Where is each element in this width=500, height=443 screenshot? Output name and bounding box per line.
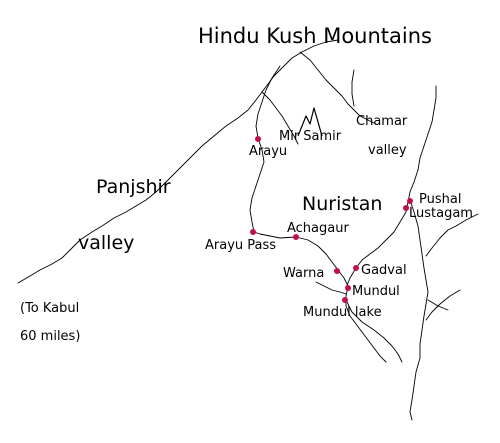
mountain-peak-icon bbox=[297, 107, 323, 137]
title-hindu-kush: Hindu Kush Mountains bbox=[198, 24, 432, 48]
village-dot-icon bbox=[334, 268, 340, 274]
label-nuristan: Nuristan bbox=[302, 193, 383, 215]
north-stream bbox=[299, 51, 377, 125]
eastern-river bbox=[409, 199, 429, 421]
label-mir-samir: Mir Samir bbox=[279, 129, 342, 144]
label-valley: valley bbox=[78, 232, 135, 254]
upper-branch bbox=[261, 91, 299, 145]
label-chamar-valley: valley bbox=[368, 143, 407, 158]
label-mundul-lake: Mundul lake bbox=[303, 305, 382, 320]
label-achagaur: Achagaur bbox=[287, 221, 349, 236]
panjshir-river bbox=[17, 39, 339, 284]
village-dot-icon bbox=[250, 229, 256, 235]
label-chamar: Chamar bbox=[356, 114, 408, 129]
north-stream-b bbox=[351, 69, 355, 107]
label-lustagam: Lustagam bbox=[409, 206, 473, 221]
label-gadval: Gadval bbox=[361, 263, 407, 278]
southeast-stream bbox=[425, 289, 461, 321]
label-arayu-pass: Arayu Pass bbox=[205, 238, 277, 253]
label-warna: Warna bbox=[283, 266, 325, 281]
village-dot-icon bbox=[407, 198, 413, 204]
village-dot-icon bbox=[255, 136, 261, 142]
village-dot-icon bbox=[342, 297, 348, 303]
northeast-stream bbox=[425, 213, 479, 257]
village-dot-icon bbox=[403, 205, 409, 211]
label-pushal: Pushal bbox=[419, 192, 462, 207]
west-tributary bbox=[315, 281, 347, 295]
arayu-stream bbox=[249, 65, 387, 363]
village-dot-icon bbox=[345, 285, 351, 291]
label-sixty-miles: 60 miles) bbox=[20, 329, 81, 344]
label-to-kabul: (To Kabul bbox=[20, 301, 80, 316]
south-branch bbox=[345, 299, 403, 363]
village-dot-icon bbox=[293, 234, 299, 240]
village-dot-icon bbox=[353, 265, 359, 271]
southeast-stream-b bbox=[427, 299, 449, 311]
label-arayu: Arayu bbox=[249, 144, 288, 159]
label-panjshir: Panjshir bbox=[96, 176, 171, 198]
label-mundul: Mundul bbox=[352, 284, 400, 299]
